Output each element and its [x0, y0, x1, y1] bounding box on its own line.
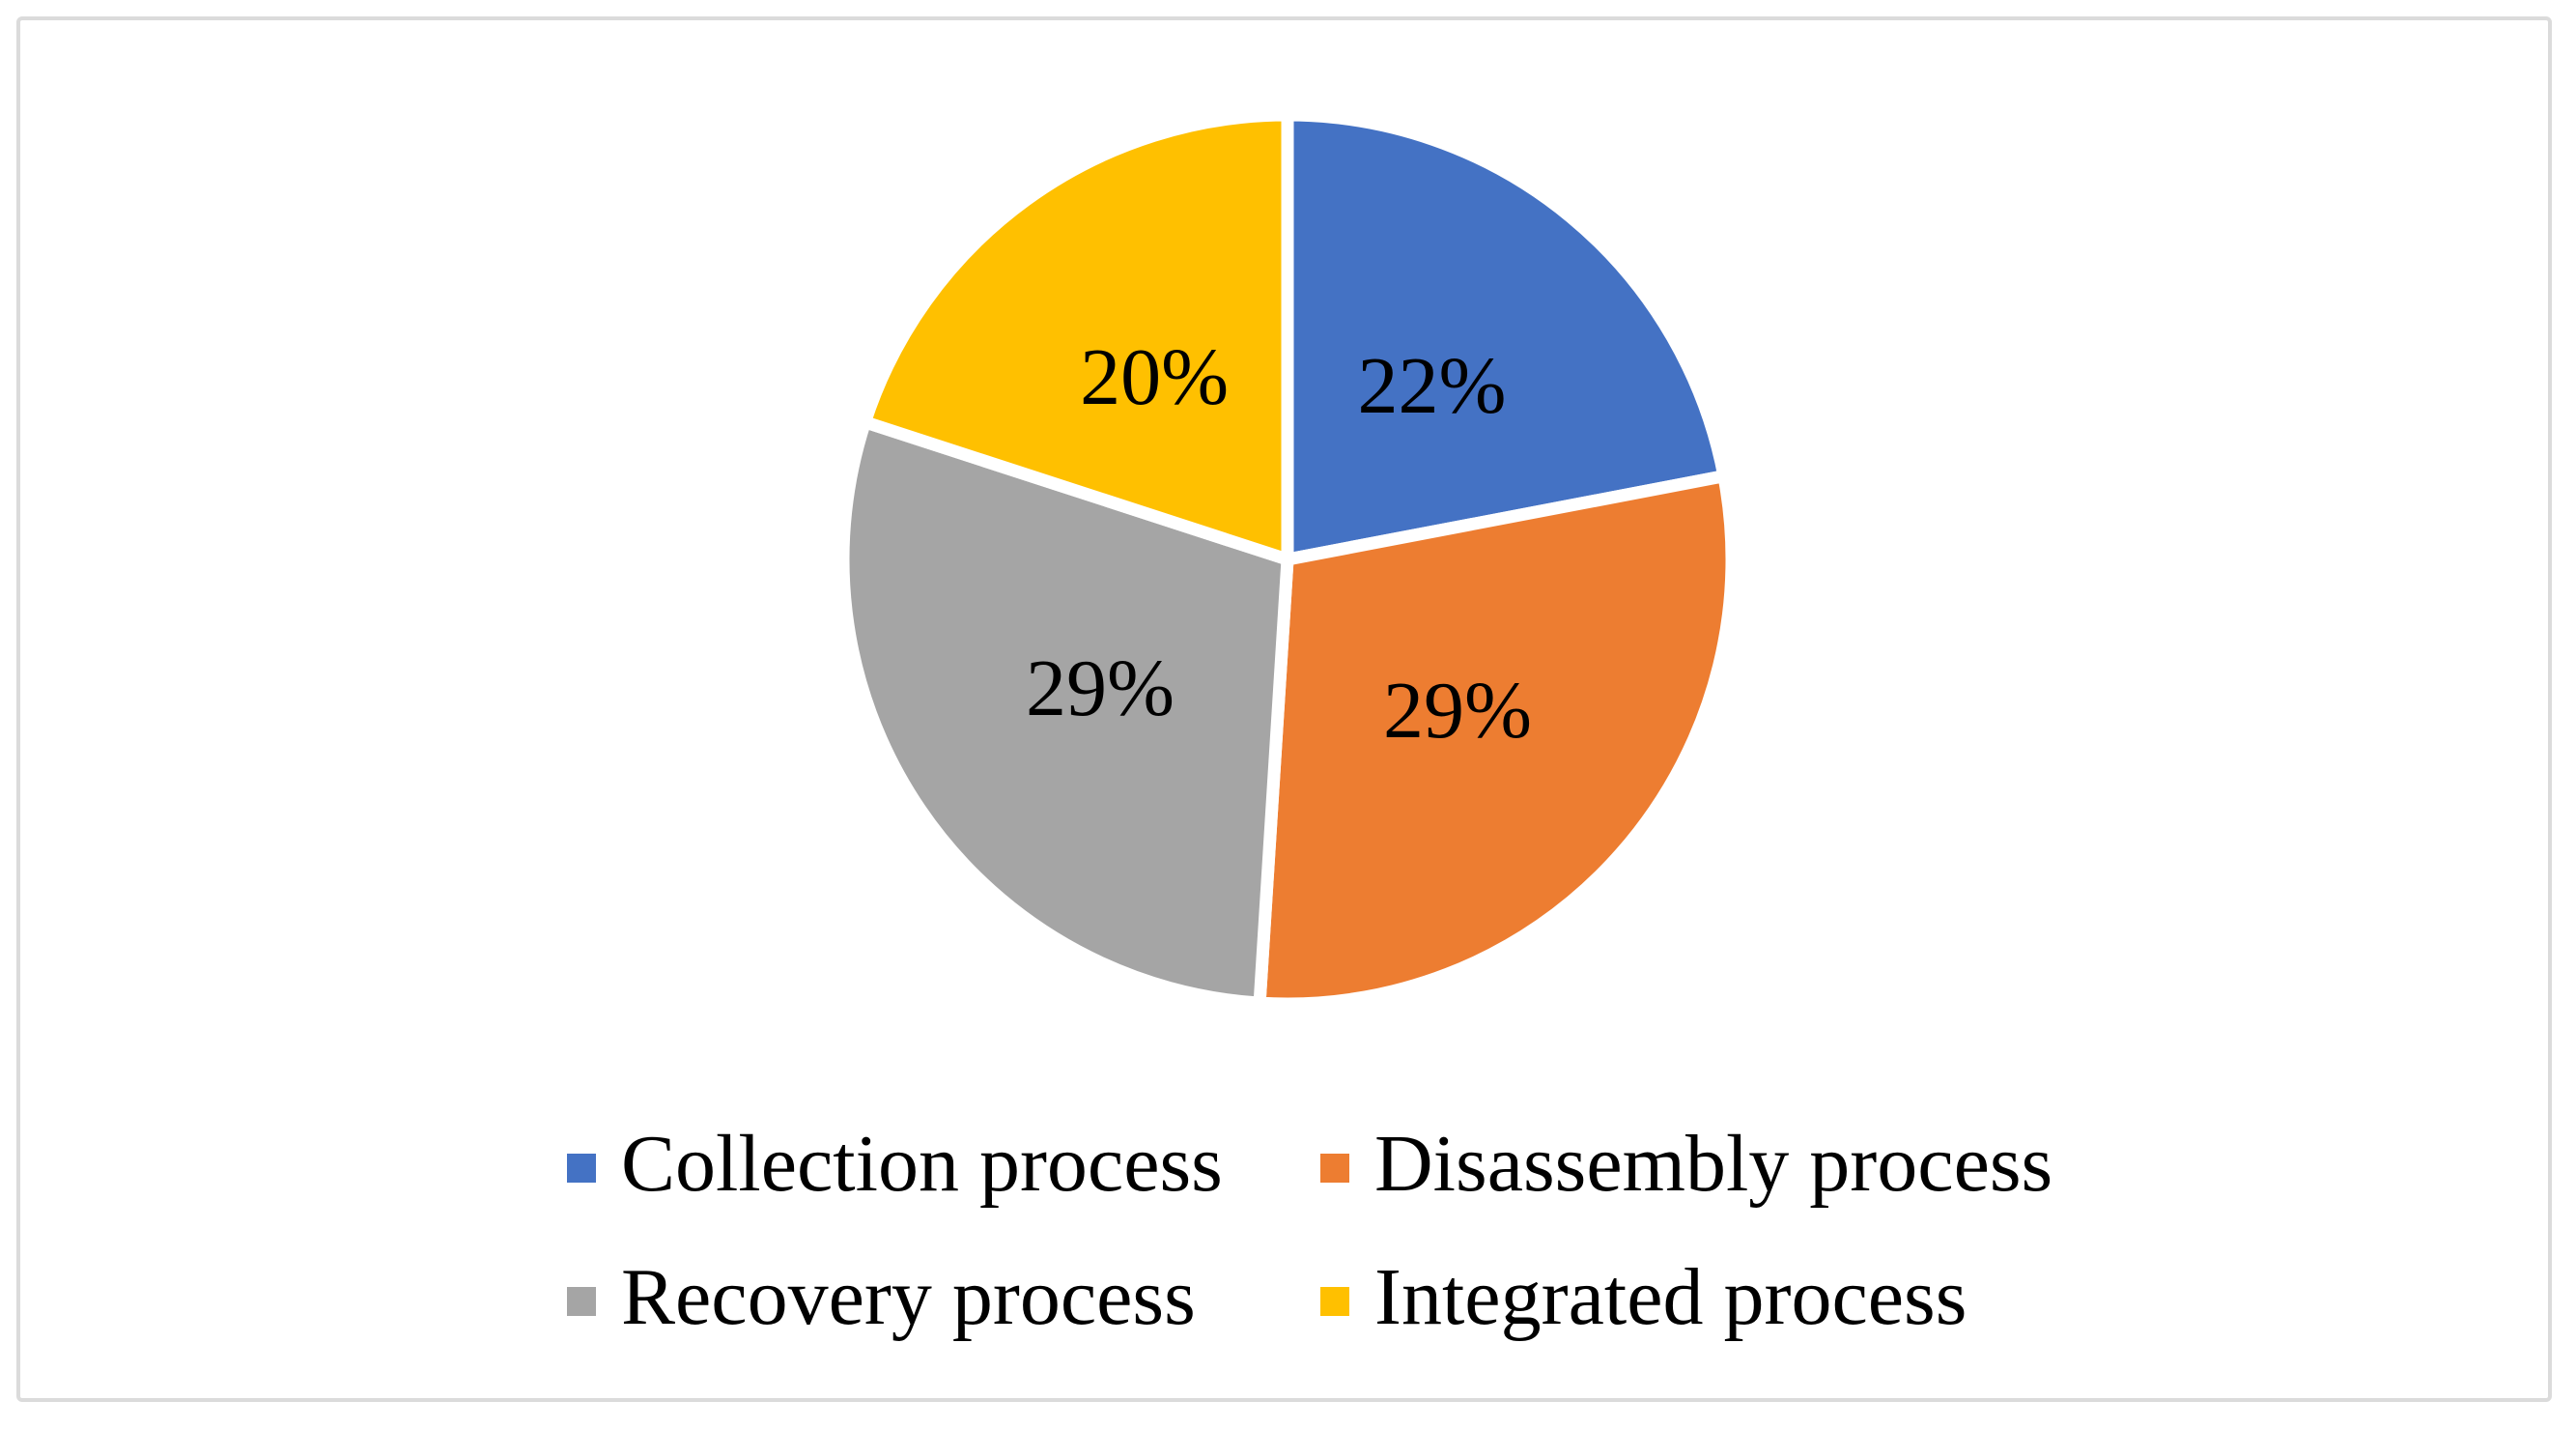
- legend-item-collection-process: Collection process: [567, 1124, 1223, 1213]
- legend-item-integrated-process: Integrated process: [1320, 1257, 1967, 1346]
- legend-swatch-collection-process: [567, 1154, 596, 1183]
- pie-slice-recovery-process: [836, 415, 1294, 1010]
- legend-label: Collection process: [621, 1119, 1223, 1209]
- legend-label: Disassembly process: [1374, 1119, 2053, 1209]
- legend-swatch-recovery-process: [567, 1287, 596, 1316]
- figure-border: [16, 16, 2552, 1402]
- legend-label: Integrated process: [1374, 1252, 1967, 1342]
- legend-swatch-disassembly-process: [1320, 1154, 1349, 1183]
- legend-item-disassembly-process: Disassembly process: [1320, 1124, 2052, 1213]
- pie-slice-label-recovery-process: 29%: [1026, 643, 1175, 733]
- pie-slice-label-collection-process: 22%: [1358, 341, 1507, 431]
- legend-item-recovery-process: Recovery process: [567, 1257, 1196, 1346]
- pie-slice-integrated-process: [859, 108, 1294, 566]
- pie-slice-label-integrated-process: 20%: [1080, 332, 1229, 422]
- legend-label: Recovery process: [621, 1252, 1196, 1342]
- legend-swatch-integrated-process: [1320, 1287, 1349, 1316]
- pie-slice-collection-process: [1281, 108, 1731, 566]
- pie-slice-disassembly-process: [1253, 470, 1739, 1011]
- pie-slice-label-disassembly-process: 29%: [1383, 666, 1532, 756]
